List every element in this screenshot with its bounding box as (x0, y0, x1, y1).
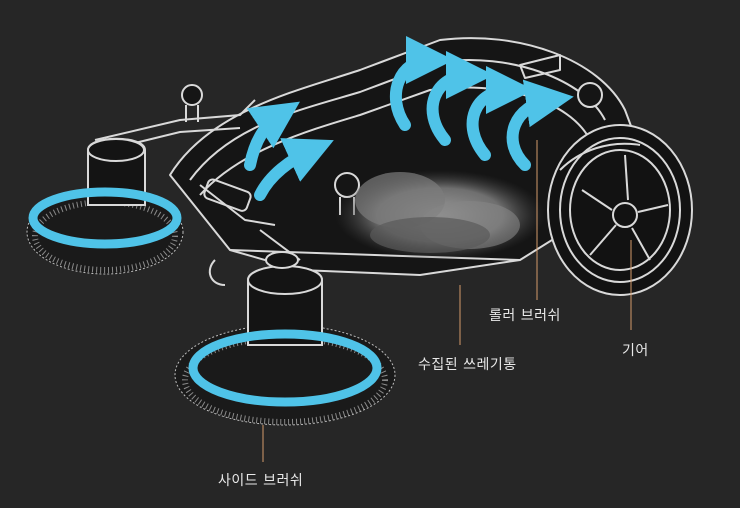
dust-pile (335, 170, 545, 260)
side-brush-label: 사이드 브러쉬 (218, 473, 304, 489)
side-brush-rear (26, 137, 184, 275)
gear-label: 기어 (622, 343, 649, 359)
airflow-rings (28, 187, 382, 407)
wheel (547, 124, 693, 296)
callout-lines (262, 140, 632, 462)
roller-brush-label: 롤러 브러쉬 (489, 308, 561, 324)
side-brush-front (174, 251, 396, 426)
collected-waste-label: 수집된 쓰레기통 (418, 357, 517, 373)
airflow-arrows (244, 36, 574, 201)
